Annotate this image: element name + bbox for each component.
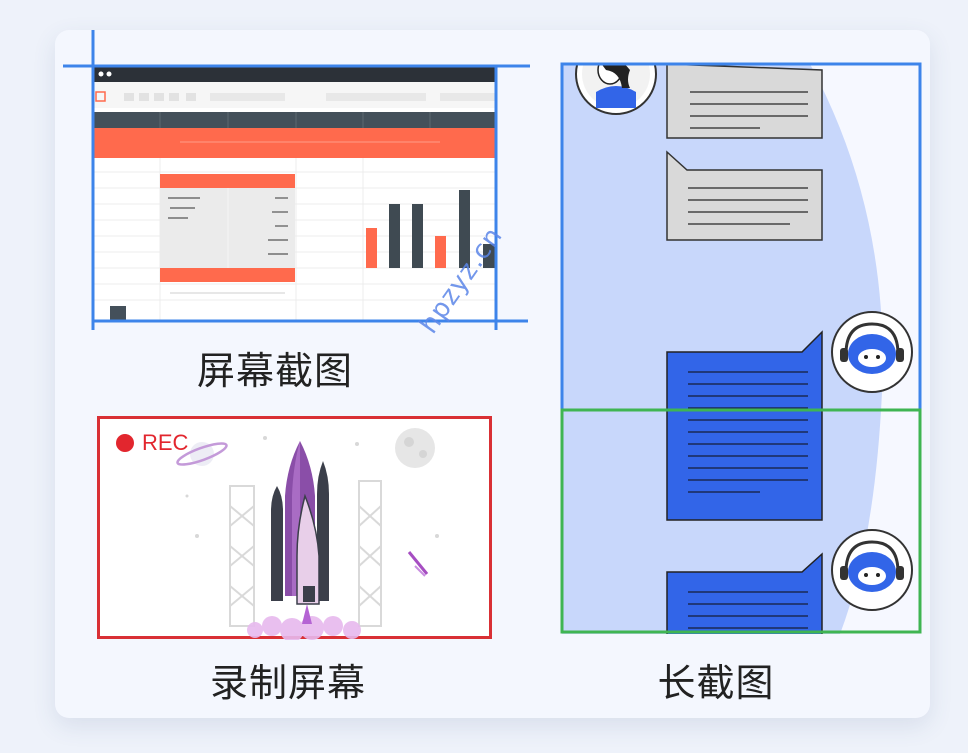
record-panel[interactable]: [97, 416, 493, 642]
long-screenshot-label[interactable]: 长截图: [657, 661, 775, 705]
robot-headset-icon-2: [831, 529, 913, 611]
screenshot-panel[interactable]: [60, 30, 530, 330]
rec-indicator: REC: [116, 430, 188, 456]
screenshot-label[interactable]: 屏幕截图: [196, 349, 353, 393]
chat-illustration: [560, 62, 922, 634]
long-screenshot-panel[interactable]: [560, 62, 922, 637]
rocket-illustration: [97, 416, 492, 642]
record-dot-icon: [116, 434, 134, 452]
user-avatar-icon: [575, 64, 657, 115]
rec-badge: REC: [142, 430, 189, 455]
record-label[interactable]: 录制屏幕: [209, 661, 366, 705]
robot-headset-icon: [831, 311, 913, 393]
spreadsheet-illustration: [63, 30, 530, 330]
